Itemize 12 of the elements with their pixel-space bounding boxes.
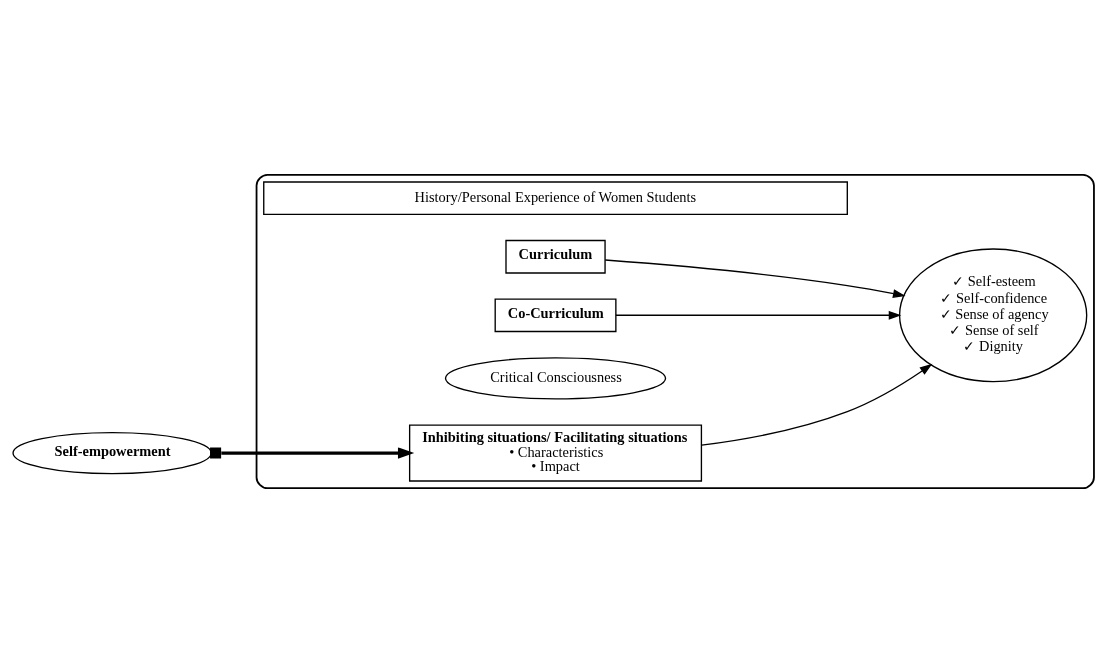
arrow <box>604 259 906 298</box>
node-box: History/Personal Experience of Women Students <box>263 181 848 216</box>
node-ellipse: Self-empowerment <box>12 431 213 475</box>
node-ellipse: ✓ Self-esteem ✓ Self-confidence ✓ Sense of agency ✓ Sense of self ✓ Dignity <box>898 248 1088 383</box>
node-box: Inhibiting situations/ Facilitating situations • Characteristics • Impact <box>408 424 703 482</box>
node-ellipse: Critical Consciousness <box>444 357 667 400</box>
arrow <box>700 363 933 446</box>
arrow <box>210 447 415 459</box>
node-box: Co-Curriculum <box>494 298 617 333</box>
arrow <box>615 310 902 320</box>
cluster <box>255 173 1095 490</box>
node-box: Curriculum <box>505 239 606 274</box>
